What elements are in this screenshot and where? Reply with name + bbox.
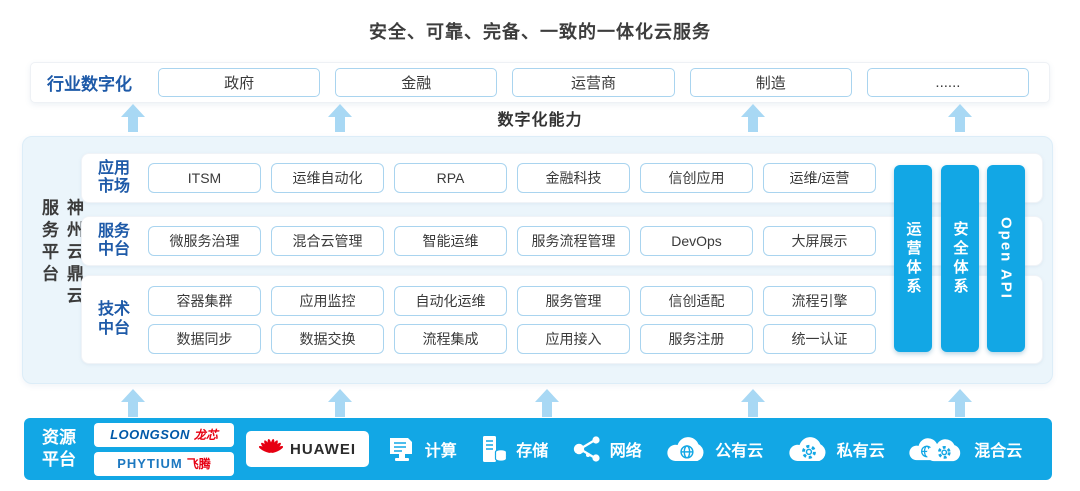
up-arrow-icon <box>121 104 145 132</box>
resource-bar-label: 资源平台 <box>42 427 76 469</box>
capability-box: 运维/运营 <box>763 163 876 193</box>
capability-box: RPA <box>394 163 507 193</box>
industry-bar-label: 行业数字化 <box>47 75 132 94</box>
service-platform-row: 服务中台 微服务治理混合云管理智能运维服务流程管理 DevOps 大屏展示 <box>81 216 1043 266</box>
up-arrow-icon <box>328 389 352 417</box>
industry-box: 运营商 <box>512 68 675 97</box>
resource-item-label: 计算 <box>424 443 457 460</box>
public-cloud-icon <box>667 436 704 461</box>
tech-platform-row: 技术中台 容器集群应用监控自动化运维服务管理信创适配流程引擎 数据同步数据交换流… <box>81 275 1043 364</box>
compute-icon <box>389 438 412 461</box>
up-arrow-icon <box>948 104 972 132</box>
capability-box: 金融科技 <box>517 163 630 193</box>
capability-box: 容器集群 <box>148 285 261 316</box>
capability-box: 应用监控 <box>271 285 384 316</box>
capability-box: DevOps <box>640 226 753 256</box>
capability-box: 数据交换 <box>271 323 384 354</box>
app-market-items: ITSM 运维自动化 RPA 金融科技信创应用运维/运营 <box>148 163 876 193</box>
resource-item-network: 网络 <box>572 435 642 463</box>
capability-box: 数据同步 <box>148 323 261 354</box>
industry-digitalization-bar: 行业数字化 政府金融运营商制造...... <box>30 62 1050 103</box>
tech-platform-items-line2: 数据同步数据交换流程集成应用接入服务注册统一认证 <box>148 323 876 354</box>
capability-box: ITSM <box>148 163 261 193</box>
page-title: 安全、可靠、完备、一致的一体化云服务 <box>369 22 711 42</box>
capability-box: 大屏展示 <box>763 226 876 256</box>
cloud-platform-container: 神州云鼎云服务平台 应用市场 ITSM 运维自动化 RPA 金融科技信创应用运维/运营… <box>22 136 1053 384</box>
capability-box: 混合云管理 <box>271 226 384 256</box>
industry-box: 政府 <box>158 68 321 97</box>
platform-rows: 应用市场 ITSM 运维自动化 RPA 金融科技信创应用运维/运营 服务中台 微服务治… <box>81 153 1043 364</box>
loongson-wordmark: LOONGSON <box>110 427 190 442</box>
service-platform-items: 微服务治理混合云管理智能运维服务流程管理 DevOps 大屏展示 <box>148 226 876 256</box>
up-arrow-icon <box>741 389 765 417</box>
resource-item-hybrid-cloud: 混合云 <box>908 435 1022 464</box>
up-arrow-icon <box>535 389 559 417</box>
capability-box: 服务流程管理 <box>517 226 630 256</box>
resource-platform-bar: 资源平台 LOONGSON 龙芯 PHYTIUM 飞腾 <box>24 418 1052 480</box>
loongson-logo: LOONGSON 龙芯 <box>94 422 234 447</box>
capability-box: 服务注册 <box>640 323 753 354</box>
capability-box: 信创适配 <box>640 285 753 316</box>
open-api-pillar: Open API <box>987 165 1025 352</box>
capability-box: 微服务治理 <box>148 226 261 256</box>
loongson-chinese: 龙芯 <box>193 428 218 442</box>
up-arrow-icon <box>328 104 352 132</box>
resource-item-compute: 计算 <box>387 435 457 463</box>
resource-item-label: 私有云 <box>836 443 885 460</box>
capability-box: 流程集成 <box>394 323 507 354</box>
tech-platform-items: 容器集群应用监控自动化运维服务管理信创适配流程引擎 数据同步数据交换流程集成应用… <box>148 285 876 354</box>
row-label: 技术中台 <box>97 301 130 337</box>
industry-box: 金融 <box>335 68 498 97</box>
capability-box: 智能运维 <box>394 226 507 256</box>
resource-item-label: 混合云 <box>974 443 1023 460</box>
capability-box: 流程引擎 <box>763 285 876 316</box>
private-cloud-icon <box>789 436 826 461</box>
up-arrow-icon <box>121 389 145 417</box>
resource-item-label: 存储 <box>516 443 549 460</box>
capability-box: 信创应用 <box>640 163 753 193</box>
resource-item-label: 网络 <box>609 443 642 460</box>
phytium-logo: PHYTIUM 飞腾 <box>94 451 234 476</box>
capability-box: 运维自动化 <box>271 163 384 193</box>
app-market-row: 应用市场 ITSM 运维自动化 RPA 金融科技信创应用运维/运营 <box>81 153 1043 203</box>
industry-box: 制造 <box>689 68 852 97</box>
platform-name-vertical: 神州云鼎云服务平台 <box>39 198 83 309</box>
capability-box: 自动化运维 <box>394 285 507 316</box>
security-system-pillar: 安全体系 <box>941 165 979 352</box>
row-label: 应用市场 <box>97 159 130 195</box>
capability-box: 服务管理 <box>517 285 630 316</box>
storage-icon <box>483 436 508 462</box>
resource-item-public-cloud: 公有云 <box>665 435 763 464</box>
industry-box: ...... <box>866 68 1030 97</box>
operation-system-pillar: 运营体系 <box>894 165 932 352</box>
industry-items: 政府金融运营商制造...... <box>158 68 1030 97</box>
resource-item-storage: 存储 <box>480 435 548 463</box>
resource-items: 计算 存储 <box>375 435 1034 464</box>
network-icon <box>573 436 600 462</box>
up-arrow-icon <box>741 104 765 132</box>
huawei-wordmark: HUAWEI <box>290 440 356 458</box>
phytium-chinese: 飞腾 <box>186 457 211 471</box>
huawei-flower-icon <box>259 439 283 453</box>
phytium-wordmark: PHYTIUM <box>117 456 183 471</box>
row-label: 服务中台 <box>97 222 130 258</box>
hybrid-cloud-icon <box>909 437 961 461</box>
digital-capability-label: 数字化能力 <box>497 112 583 129</box>
resource-item-label: 公有云 <box>715 443 764 460</box>
resource-item-private-cloud: 私有云 <box>787 435 885 464</box>
capability-box: 应用接入 <box>517 323 630 354</box>
huawei-logo: HUAWEI <box>246 431 369 467</box>
up-arrow-icon <box>948 389 972 417</box>
tech-platform-items-line1: 容器集群应用监控自动化运维服务管理信创适配流程引擎 <box>148 285 876 316</box>
capability-box: 统一认证 <box>763 323 876 354</box>
vendor-logos: LOONGSON 龙芯 PHYTIUM 飞腾 <box>94 422 234 476</box>
